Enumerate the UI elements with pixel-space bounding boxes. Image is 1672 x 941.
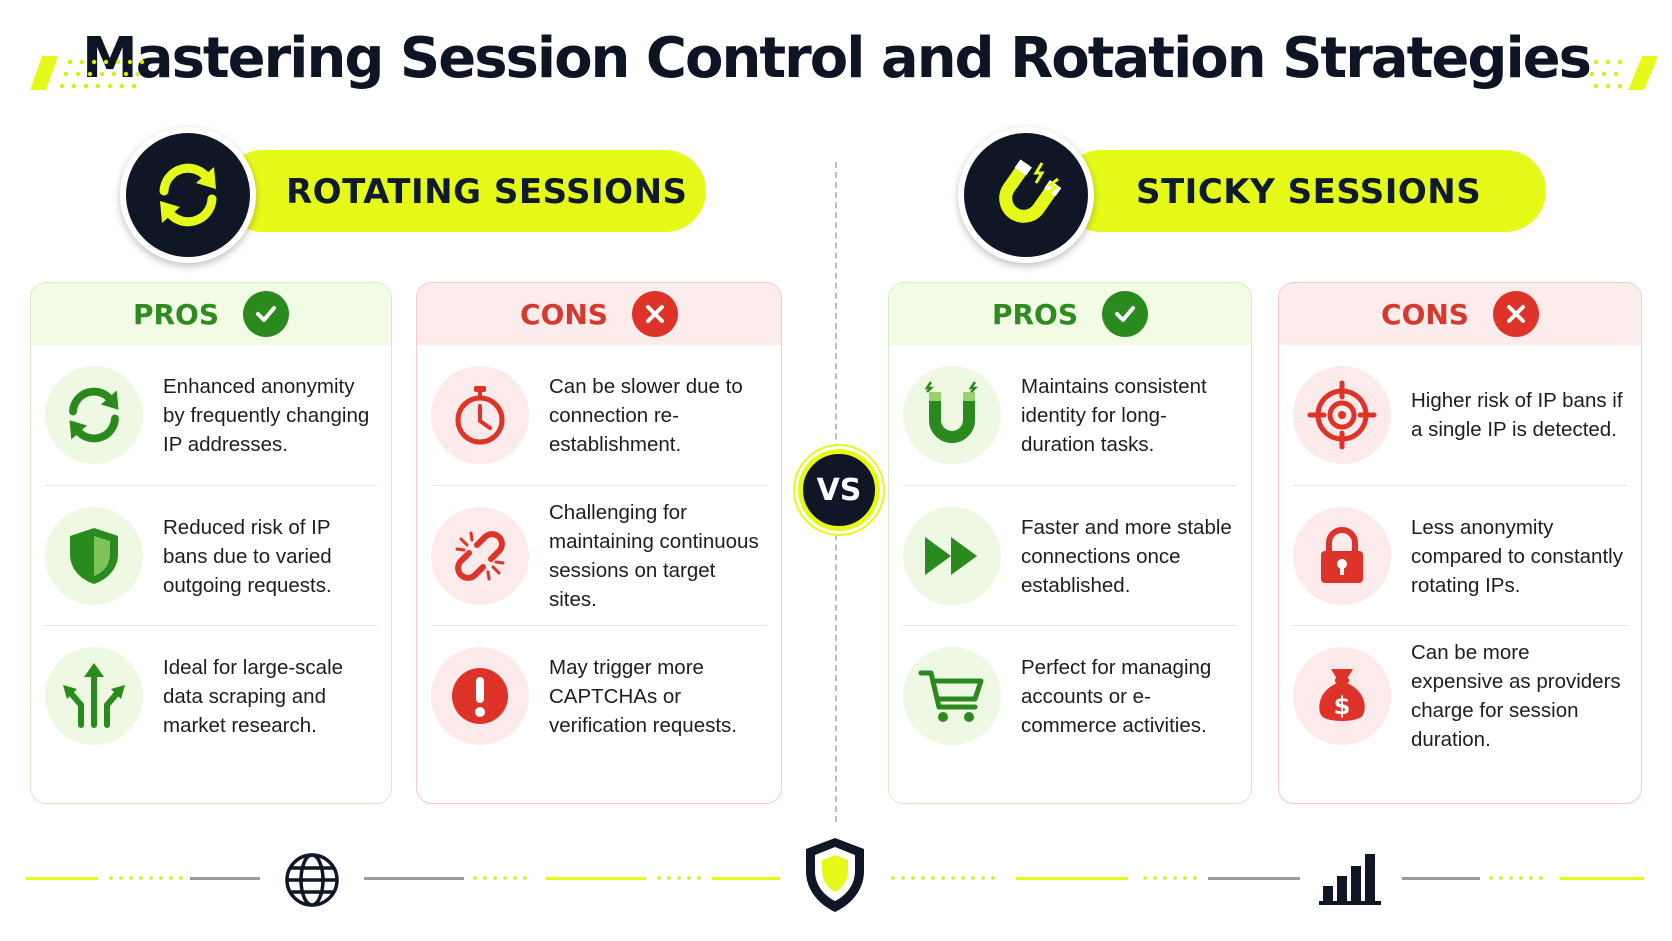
cons-label: CONS — [1381, 297, 1469, 331]
pros-label: PROS — [132, 297, 220, 331]
list-item-text: Faster and more stable connections once … — [1021, 515, 1232, 597]
list-item-text: Can be slower due to connection re-estab… — [549, 374, 743, 456]
footer-line — [712, 877, 780, 880]
footer-line — [1208, 877, 1300, 880]
list-item: Faster and more stable connections once … — [903, 485, 1237, 626]
list-item-text: Less anonymity compared to constantly ro… — [1411, 515, 1623, 597]
page-title: Mastering Session Control and Rotation S… — [82, 26, 1592, 91]
list-item-text: Reduced risk of IP bans due to varied ou… — [163, 515, 332, 597]
cons-label: CONS — [520, 297, 608, 331]
footer-line — [546, 877, 646, 880]
padlock-icon — [1293, 507, 1391, 605]
refresh-arrows-icon — [120, 127, 256, 263]
crosshair-target-icon — [1293, 366, 1391, 464]
list-item: Reduced risk of IP bans due to varied ou… — [45, 485, 377, 626]
magnet-icon — [958, 127, 1094, 263]
checkmark-icon — [243, 291, 290, 337]
money-bag-icon: $ — [1293, 647, 1391, 745]
list-item: $ Can be more expensive as providers cha… — [1293, 625, 1627, 766]
rotating-pros-card: PROS Enhanced anonymity by frequently ch… — [30, 282, 392, 804]
globe-icon — [282, 850, 342, 910]
x-mark-icon — [1492, 291, 1539, 337]
footer-dots — [1486, 876, 1546, 880]
footer-dots — [1140, 876, 1200, 880]
list-item-text: Perfect for managing accounts or e-comme… — [1021, 655, 1212, 737]
footer-line — [26, 877, 98, 880]
checkmark-icon — [1102, 291, 1149, 337]
exclamation-icon — [431, 647, 529, 745]
title-decoration-right — [1589, 56, 1658, 90]
sticky-sessions-banner — [1060, 150, 1546, 232]
list-item: Higher risk of IP bans if a single IP is… — [1293, 345, 1627, 485]
list-item: Less anonymity compared to constantly ro… — [1293, 485, 1627, 626]
footer-dots — [470, 876, 530, 880]
bar-chart-icon — [1318, 850, 1384, 906]
sticky-sessions-title: STICKY SESSIONS — [1136, 172, 1482, 212]
footer-line — [1016, 877, 1128, 880]
sticky-cons-card: CONS Higher risk of IP bans if a single … — [1278, 282, 1642, 804]
magnet-icon — [903, 366, 1001, 464]
list-item-text: Maintains consistent identity for long-d… — [1021, 374, 1207, 456]
list-item-text: Ideal for large-scale data scraping and … — [163, 655, 344, 737]
fast-forward-icon — [903, 507, 1001, 605]
footer-line — [1402, 877, 1480, 880]
list-item: Maintains consistent identity for long-d… — [903, 345, 1237, 485]
vs-badge: VS — [798, 449, 880, 531]
list-item-text: Enhanced anonymity by frequently changin… — [163, 374, 370, 456]
sticky-pros-card: PROS Maintains consistent identity for l… — [888, 282, 1252, 804]
pros-label: PROS — [991, 297, 1079, 331]
footer-line — [190, 877, 260, 880]
branching-arrows-icon — [45, 647, 143, 745]
list-item: Enhanced anonymity by frequently changin… — [45, 345, 377, 485]
list-item: Perfect for managing accounts or e-comme… — [903, 625, 1237, 766]
shield-icon — [800, 834, 870, 916]
footer-line — [364, 877, 464, 880]
footer-dots — [654, 876, 704, 880]
title-decoration-left — [30, 56, 145, 90]
footer-line — [1560, 877, 1644, 880]
broken-link-icon — [431, 507, 529, 605]
x-mark-icon — [631, 291, 678, 337]
list-item-text: Higher risk of IP bans if a single IP is… — [1411, 389, 1623, 441]
list-item: Can be slower due to connection re-estab… — [431, 345, 767, 485]
list-item-text: Challenging for maintaining continuous s… — [549, 501, 759, 611]
shopping-cart-icon — [903, 647, 1001, 745]
stopwatch-icon — [431, 366, 529, 464]
footer-dots — [888, 876, 998, 880]
rotating-cons-card: CONS Can be slower due to connection re-… — [416, 282, 782, 804]
list-item-text: Can be more expensive as providers charg… — [1411, 641, 1621, 751]
rotate-arrows-icon — [45, 366, 143, 464]
footer-dots — [106, 876, 186, 880]
svg-text:$: $ — [1334, 692, 1351, 720]
list-item: Challenging for maintaining continuous s… — [431, 485, 767, 626]
list-item-text: May trigger more CAPTCHAs or verificatio… — [549, 655, 738, 737]
rotating-sessions-banner — [222, 150, 706, 232]
list-item: May trigger more CAPTCHAs or verificatio… — [431, 625, 767, 766]
list-item: Ideal for large-scale data scraping and … — [45, 625, 377, 766]
shield-icon — [45, 507, 143, 605]
rotating-sessions-title: ROTATING SESSIONS — [286, 172, 688, 212]
